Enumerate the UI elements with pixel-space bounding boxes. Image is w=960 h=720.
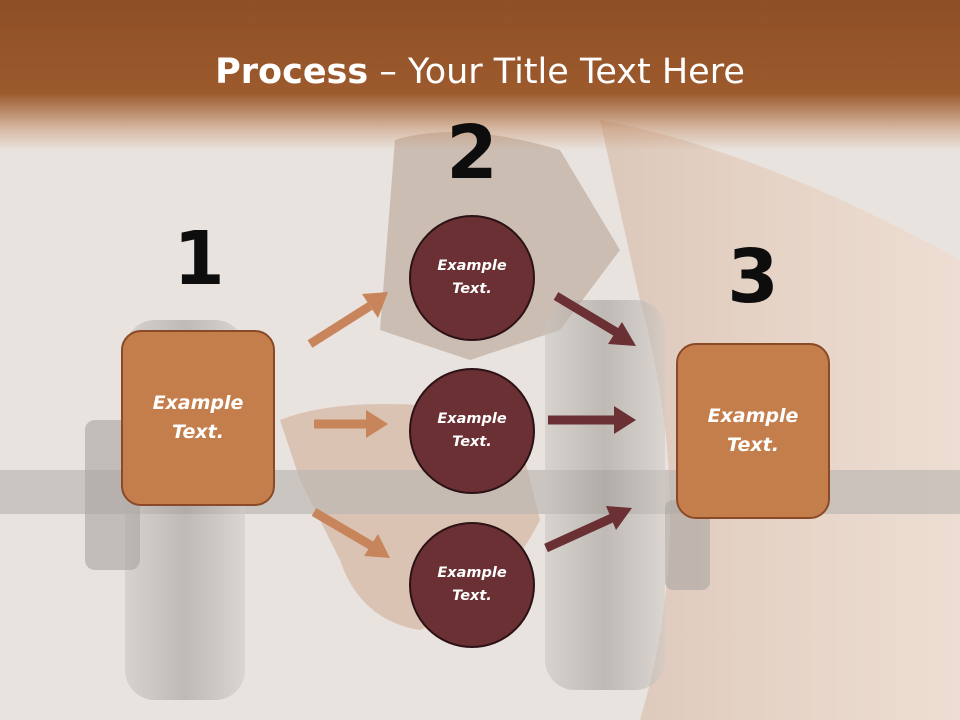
arrow-left-up bbox=[307, 292, 388, 348]
step-number-1: 1 bbox=[173, 216, 225, 302]
header-band bbox=[0, 0, 960, 150]
arrow-left-middle bbox=[314, 410, 388, 438]
step-2-circle-middle: Example Text. bbox=[409, 368, 535, 494]
step-2-circle-bottom: Example Text. bbox=[409, 522, 535, 648]
step-number-3: 3 bbox=[727, 234, 779, 320]
title-bold: Process bbox=[215, 52, 369, 92]
title-rest: – Your Title Text Here bbox=[368, 52, 745, 92]
circle-bottom-text: Example Text. bbox=[437, 565, 507, 604]
circle-middle-text: Example Text. bbox=[437, 411, 507, 450]
step-3-box: Example Text. bbox=[676, 343, 830, 519]
arrow-right-up bbox=[544, 506, 632, 553]
arrow-right-middle bbox=[548, 406, 636, 434]
slide-title: Process – Your Title Text Here bbox=[0, 52, 960, 92]
step-1-box: Example Text. bbox=[121, 330, 275, 506]
step-1-text: Example Text. bbox=[152, 392, 244, 443]
step-3-text: Example Text. bbox=[707, 405, 799, 456]
arrow-left-down bbox=[311, 508, 390, 558]
arrow-right-down bbox=[553, 292, 636, 346]
step-2-circle-top: Example Text. bbox=[409, 215, 535, 341]
step-number-2: 2 bbox=[446, 110, 498, 196]
circle-top-text: Example Text. bbox=[437, 258, 507, 297]
